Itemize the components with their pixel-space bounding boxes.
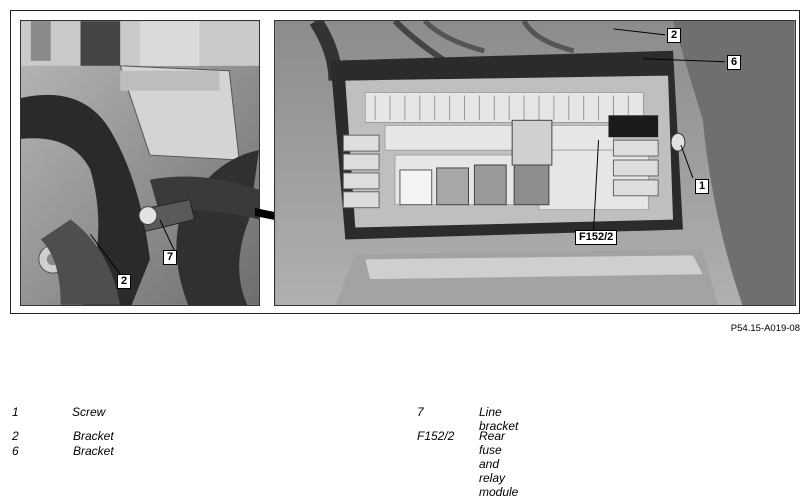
legend-id: 7 [417, 405, 424, 419]
legend-desc: Line bracket [479, 405, 519, 433]
legend-desc: Rear fuse and relay module [479, 429, 519, 499]
legend-id: 1 [12, 405, 19, 419]
callout-7: 7 [163, 250, 178, 265]
legend-id: F152/2 [417, 429, 455, 443]
detail-photo-art [21, 21, 259, 305]
figure-code: P54.15-A019-08 [730, 323, 800, 334]
legend-desc: Screw [72, 405, 106, 419]
callout-f152-2: F152/2 [575, 230, 618, 245]
detail-photo-bracket: 7 2 [20, 20, 260, 306]
callout-1: 1 [695, 179, 710, 194]
legend-id: 2 [12, 429, 19, 443]
legend-desc: Bracket [73, 444, 114, 458]
main-photo-fuse-box: 2 6 1 F152/2 [274, 20, 796, 306]
main-photo-art [275, 21, 795, 305]
callout-6: 6 [727, 55, 742, 70]
legend-desc: Bracket [73, 429, 114, 443]
legend-id: 6 [12, 444, 19, 458]
callout-2: 2 [667, 28, 682, 43]
callout-2: 2 [117, 274, 132, 289]
